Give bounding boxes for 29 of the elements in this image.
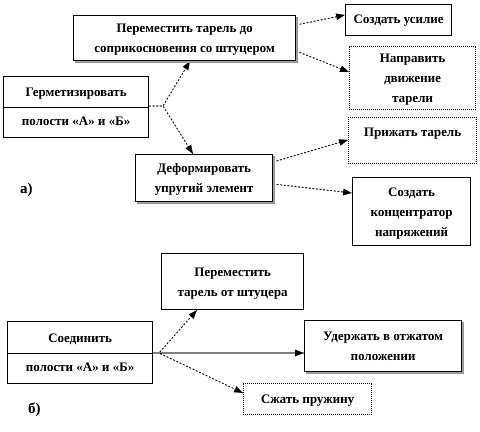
process-box <box>345 4 452 36</box>
process-box <box>304 320 462 372</box>
box-text: Создать концентратор напряжений <box>370 182 454 241</box>
arrow <box>148 106 194 154</box>
box-text: Направить движение тарели <box>378 49 446 107</box>
box-text: Соединить <box>48 328 112 346</box>
box-text: Сжать пружину <box>260 390 354 408</box>
process-box <box>73 15 296 61</box>
arrow <box>152 350 304 356</box>
box-text: полости «А» и «Б» <box>26 358 134 376</box>
process-box <box>348 117 477 164</box>
box-text: Создать усилие <box>353 10 444 28</box>
process-box <box>7 321 153 384</box>
panel-label: б) <box>28 400 40 418</box>
box-text: Герметизировать <box>25 83 127 101</box>
box-text: Прижать тарель <box>364 123 462 141</box>
box-text: Переместить тарель от штуцера <box>176 262 289 301</box>
panel-label: а) <box>20 180 32 198</box>
process-box <box>243 383 372 415</box>
process-box <box>352 177 471 246</box>
box-text: полости «А» и «Б» <box>22 112 130 130</box>
box-text: Переместить тарель до соприкосновения со штуцером <box>93 19 276 57</box>
process-box <box>3 76 149 138</box>
process-box <box>349 46 476 110</box>
process-box <box>135 154 273 202</box>
process-box <box>161 253 304 310</box>
arrow <box>152 352 244 394</box>
box-text: Деформировать упругий элемент <box>154 159 254 197</box>
box-text: Удержать в отжатом положении <box>322 327 444 365</box>
